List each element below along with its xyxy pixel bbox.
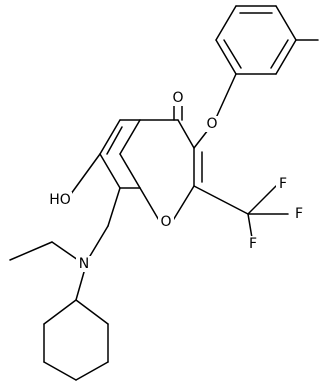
atom-label-fluorine-right: F <box>292 206 306 222</box>
atom-label-nitrogen: N <box>76 256 92 272</box>
cf-bond-bottom <box>247 213 253 239</box>
n-cyclohexyl-bond <box>75 271 85 301</box>
benzyl-bond <box>107 187 121 227</box>
svg-text:F: F <box>249 236 257 252</box>
tolyl-ring <box>215 5 297 75</box>
atom-label-fluorine-bottom: F <box>246 236 260 252</box>
svg-text:HO: HO <box>49 192 71 208</box>
pyrone-ring <box>119 119 203 223</box>
cf3-bond <box>193 185 249 215</box>
cf-bond-top <box>247 185 277 215</box>
ethyl-methyl-bond <box>9 241 53 261</box>
cyclohexyl-ring <box>43 299 109 381</box>
svg-text:O: O <box>206 116 217 132</box>
atom-label-carbonyl-oxygen: O <box>170 90 186 106</box>
atom-label-fluorine-top: F <box>276 176 290 192</box>
svg-text:N: N <box>79 256 89 272</box>
hydroxyl-bond <box>67 153 101 199</box>
atom-label-ether-oxygen: O <box>204 116 220 132</box>
svg-text:F: F <box>295 206 303 222</box>
svg-text:F: F <box>279 176 287 192</box>
svg-text:O: O <box>160 214 171 230</box>
ether-c3-bond <box>193 129 209 149</box>
n-ethyl-bond <box>51 241 79 261</box>
atom-label-hydroxyl: HO <box>48 192 72 208</box>
ch2-n-bond <box>89 225 109 257</box>
atom-label-ring-oxygen: O <box>158 214 174 230</box>
aryl-ether-bond <box>215 73 237 119</box>
svg-text:O: O <box>172 90 183 106</box>
benzo-ring <box>99 119 141 189</box>
